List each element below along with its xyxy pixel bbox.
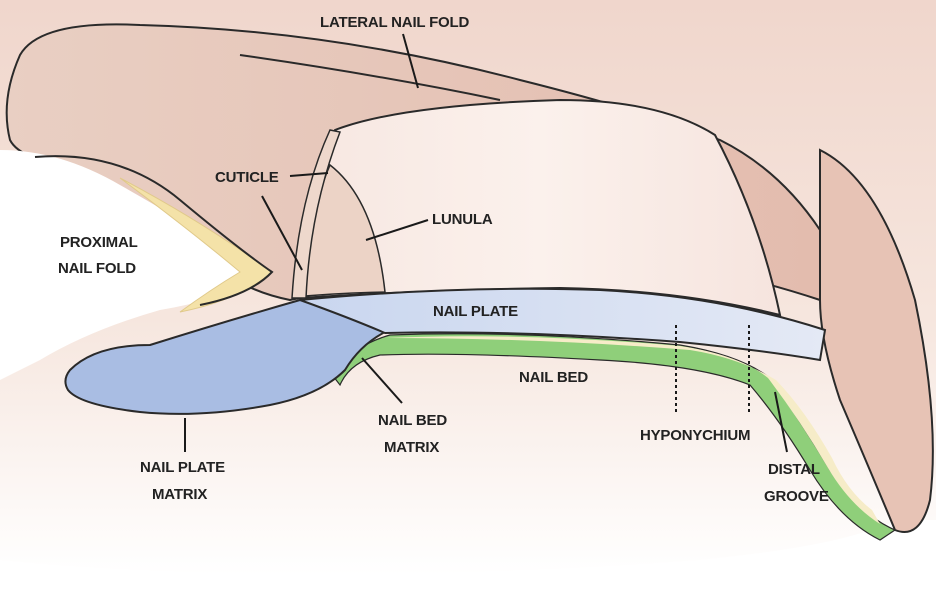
label-lunula: LUNULA [432, 211, 493, 228]
label-nail-bed: NAIL BED [519, 369, 588, 386]
label-nail-bed-matrix-line1: NAIL BED [378, 412, 447, 429]
label-nail-plate-matrix-line2: MATRIX [152, 486, 207, 503]
label-proximal-nail-fold-line1: PROXIMAL [60, 234, 138, 251]
label-cuticle: CUTICLE [215, 169, 279, 186]
label-nail-plate-matrix-line1: NAIL PLATE [140, 459, 225, 476]
label-nail-plate: NAIL PLATE [433, 303, 518, 320]
label-nail-bed-matrix-line2: MATRIX [384, 439, 439, 456]
label-hyponychium: HYPONYCHIUM [640, 427, 750, 444]
label-distal-groove-line1: DISTAL [768, 461, 820, 478]
label-lateral-nail-fold: LATERAL NAIL FOLD [320, 14, 469, 31]
label-distal-groove-line2: GROOVE [764, 488, 829, 505]
label-proximal-nail-fold-line2: NAIL FOLD [58, 260, 136, 277]
